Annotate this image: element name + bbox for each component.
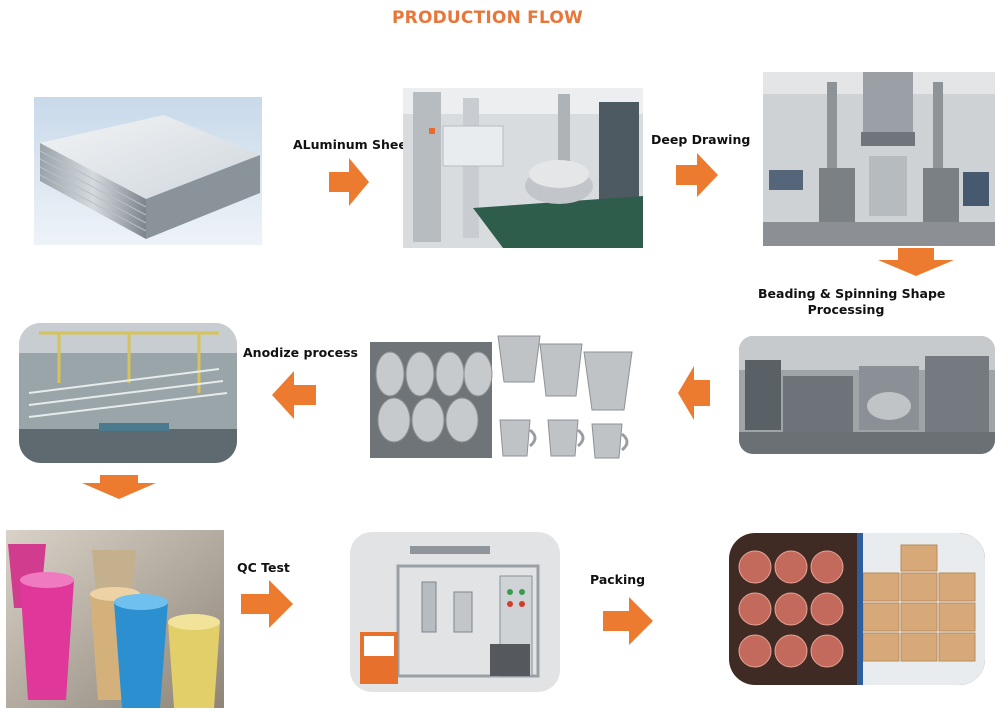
label-qc-test: QC Test: [237, 560, 290, 575]
flow-arrow-down-1: [878, 248, 954, 276]
finished-cups-and-mugs-image: [370, 334, 638, 460]
spinning-lathe-machine-image: [739, 336, 995, 454]
label-aluminum-sheet: ALuminum Sheet: [293, 137, 413, 152]
deep-drawing-press-line-image: [403, 88, 643, 248]
flow-arrow-left-1: [272, 371, 316, 419]
flow-arrow-right-2: [676, 153, 718, 197]
label-packing: Packing: [590, 572, 646, 587]
label-beading-spinning-line1: Beading & Spinning Shape: [758, 286, 946, 301]
flow-arrow-right-4: [603, 597, 653, 645]
label-beading-spinning-line2: Processing: [807, 302, 885, 317]
qc-test-equipment-image: [350, 532, 560, 692]
flow-arrow-down-2: [82, 475, 156, 499]
packed-cartons-and-bowls-image: [729, 533, 985, 685]
flow-arrow-right-1: [329, 158, 369, 206]
deep-drawing-machine-image: [763, 72, 995, 246]
flow-arrow-left-2: [678, 366, 710, 420]
label-deep-drawing: Deep Drawing: [651, 132, 751, 147]
anodize-tank-line-image: [19, 323, 237, 463]
page-title: PRODUCTION FLOW: [392, 8, 583, 28]
label-anodize-process: Anodize process: [243, 345, 358, 360]
aluminum-sheet-image: [34, 97, 262, 245]
colored-anodized-cups-image: [6, 530, 224, 708]
flow-arrow-right-3: [241, 580, 293, 628]
